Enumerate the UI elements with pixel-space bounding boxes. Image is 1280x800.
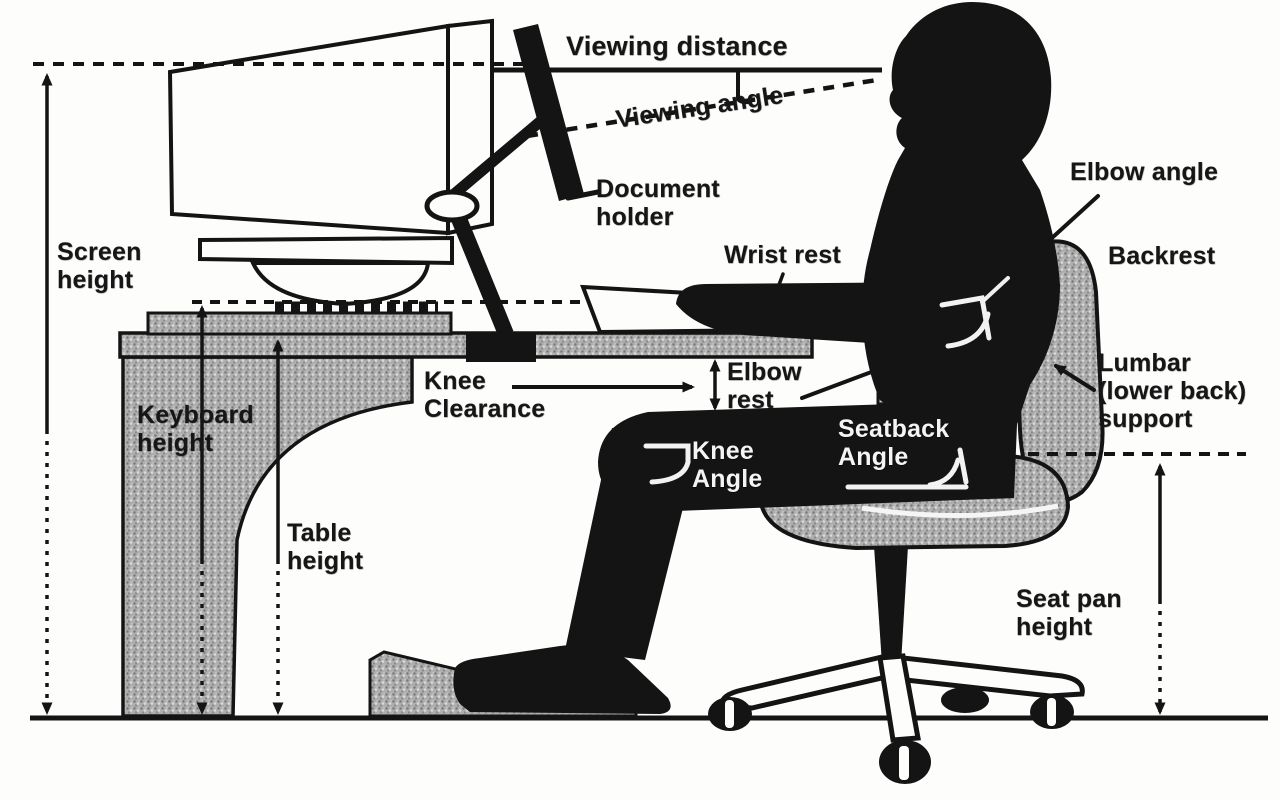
screen-height-label: Screen height	[57, 238, 142, 294]
monitor-riser	[146, 311, 453, 336]
monitor-screen-face	[446, 18, 494, 236]
document-holder-label: Document holder	[596, 175, 720, 231]
seatback-angle-line2: Angle	[838, 443, 909, 471]
elbow-angle-leader	[1006, 194, 1100, 280]
person-head-torso	[862, 2, 1060, 430]
document-holder-leader	[565, 189, 601, 201]
knee-angle-arc	[649, 459, 691, 485]
person-shoe	[453, 644, 671, 714]
table-height-line1: Table	[287, 519, 352, 547]
leader-lines	[565, 189, 1100, 400]
elbow-angle-leader-white	[980, 276, 1010, 304]
knee-angle-line1: Knee	[692, 437, 754, 465]
chair-column	[874, 546, 908, 664]
elbow-angle-label: Elbow angle	[1070, 158, 1219, 186]
viewing-distance-label: Viewing distance	[566, 31, 788, 61]
screen-height-line2: height	[57, 266, 134, 294]
chair-leg-front	[877, 653, 921, 743]
crt-monitor	[167, 18, 494, 313]
monitor-body	[167, 23, 450, 236]
elbow-rest-line2: rest	[727, 386, 774, 414]
seat-highlight	[861, 503, 1059, 519]
knee-clearance-line2: Clearance	[424, 395, 546, 423]
keyboard-height-line1: Keyboard	[137, 401, 254, 429]
document-holder-line2: holder	[596, 203, 674, 231]
seat-pan-height-line1: Seat pan	[1016, 585, 1122, 613]
elbow-rest-label: Elbow rest	[727, 358, 802, 414]
holder-ball-joint	[424, 189, 480, 223]
person-arm	[676, 282, 997, 350]
seat-pan-height-label: Seat pan height	[1016, 585, 1122, 641]
knee-angle-label: Knee Angle	[692, 437, 762, 493]
lumbar-line2: (lower back)	[1098, 377, 1247, 405]
elbow-angle-arc	[945, 311, 991, 349]
angle-markers	[643, 295, 992, 490]
lumbar-support-label: Lumbar (lower back) support	[1098, 349, 1246, 433]
caster-left-slot	[725, 700, 734, 728]
table-height-line2: height	[287, 547, 364, 575]
screen-height-line1: Screen	[57, 238, 142, 266]
seatback-angle-line1: Seatback	[838, 415, 950, 443]
monitor-swivel-base	[249, 261, 431, 307]
reference-lines	[33, 62, 1246, 456]
document-holder-line1: Document	[596, 175, 720, 203]
wrist-rest-label: Wrist rest	[724, 241, 841, 269]
wrist-rest-leader	[761, 272, 785, 330]
knee-angle-icon	[643, 443, 691, 465]
seatback-angle-label: Seatback Angle	[838, 415, 949, 471]
monitor-shelf	[198, 235, 454, 266]
knee-clearance-label: Knee Clearance	[424, 367, 545, 423]
chair-leg-right	[883, 653, 1085, 699]
caster-front-slot	[899, 746, 909, 780]
lumbar-line1: Lumbar	[1098, 349, 1191, 377]
chair-leg-left	[719, 652, 893, 711]
caster-hub	[941, 687, 989, 713]
knee-angle-line2: Angle	[692, 465, 763, 493]
elbow-rest-leader	[800, 369, 876, 400]
knee-clearance-line1: Knee	[424, 367, 486, 395]
keyboard-height-label: Keyboard height	[137, 401, 254, 457]
holder-lower-arm	[449, 210, 514, 338]
lumbar-support-leader	[1053, 364, 1096, 392]
seated-person	[453, 2, 1060, 714]
backrest-label: Backrest	[1108, 242, 1216, 270]
person-thigh	[598, 400, 1018, 512]
holder-desk-clamp	[466, 332, 536, 362]
seat-pan-height-line2: height	[1016, 613, 1093, 641]
measurement-arrows	[41, 73, 1166, 715]
seatback-angle-icon	[957, 447, 969, 485]
person-shin	[565, 428, 700, 660]
table-height-label: Table height	[287, 519, 363, 575]
keyboard-height-line2: height	[137, 429, 214, 457]
seatback-angle-arc	[927, 457, 961, 488]
desk-pedestal	[121, 355, 414, 718]
lumbar-line3: support	[1098, 405, 1193, 433]
elbow-rest-line1: Elbow	[727, 358, 802, 386]
caster-right-slot	[1047, 698, 1056, 726]
